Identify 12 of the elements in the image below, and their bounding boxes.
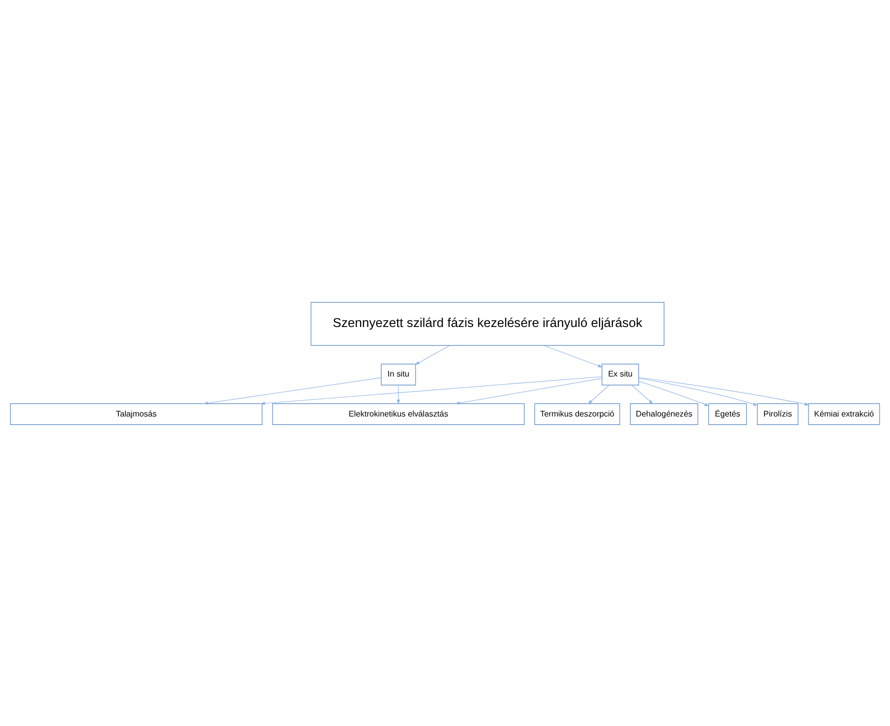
arrow (203, 376, 382, 404)
arrow (638, 376, 810, 406)
arrow (632, 384, 654, 404)
arrow (454, 378, 602, 404)
arrow (638, 380, 710, 406)
arrow (260, 376, 602, 405)
arrow (544, 344, 603, 367)
arrow (396, 384, 400, 404)
arrow (414, 344, 450, 364)
arrow (638, 377, 758, 406)
arrow (588, 384, 610, 404)
node-box: Szennyezett szilárd fázis kezelésére irányuló eljárások (310, 302, 664, 346)
